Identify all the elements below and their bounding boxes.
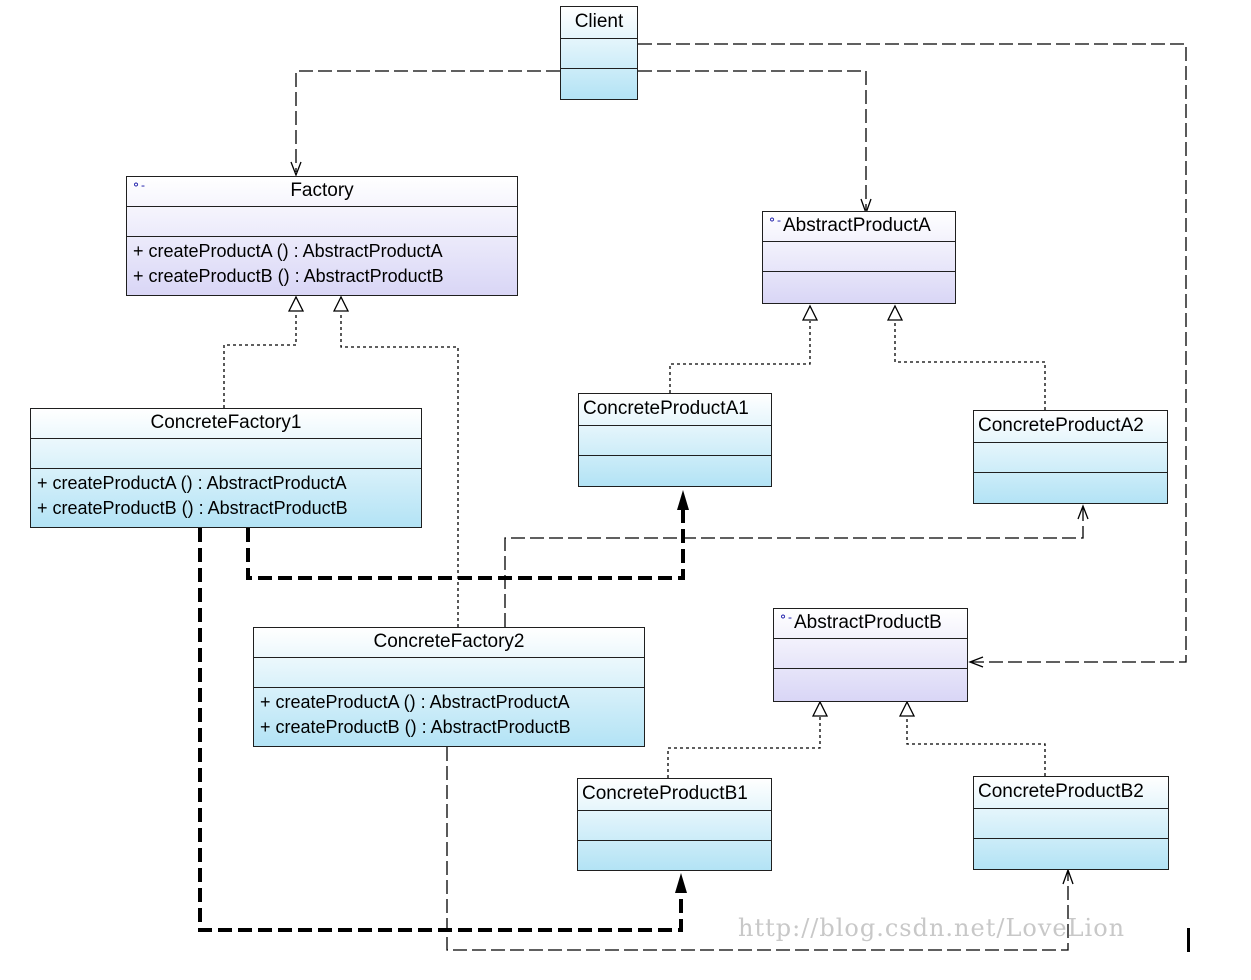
open-arrow-cpb2 — [1062, 868, 1074, 885]
attributes-compartment — [578, 811, 771, 841]
open-arrow-factory — [290, 161, 302, 177]
operation: + createProductA () : AbstractProductA — [37, 473, 347, 493]
attributes-compartment — [561, 39, 637, 69]
triangle-factory-1 — [287, 295, 305, 312]
operation: + createProductB () : AbstractProductB — [260, 717, 571, 737]
dep-cf2-cpb2 — [446, 747, 1069, 951]
attributes-compartment — [127, 207, 517, 237]
attributes-compartment — [763, 242, 955, 272]
real-cpb2-apb — [906, 717, 1046, 776]
interface-icon: ⚬- — [767, 213, 782, 227]
class-name: ConcreteProductB1 — [578, 779, 771, 811]
operation: + createProductA () : AbstractProductA — [260, 692, 570, 712]
class-abstract-product-b[interactable]: ⚬- AbstractProductB — [773, 608, 968, 702]
class-concrete-product-b2[interactable]: ConcreteProductB2 — [973, 776, 1169, 870]
operations-compartment: + createProductA () : AbstractProductA +… — [127, 237, 517, 291]
attributes-compartment — [774, 639, 967, 669]
triangle-apa-1 — [801, 304, 819, 321]
class-name: ConcreteProductA2 — [974, 411, 1167, 443]
operation: + createProductB () : AbstractProductB — [37, 498, 348, 518]
class-name: ConcreteProductB2 — [974, 777, 1168, 809]
triangle-apa-2 — [886, 304, 904, 321]
operation: + createProductA () : AbstractProductA — [133, 241, 443, 261]
real-cpa1-apa — [669, 321, 811, 393]
class-name: ConcreteFactory1 — [31, 409, 421, 439]
operations-compartment: + createProductA () : AbstractProductA +… — [254, 688, 644, 742]
triangle-apb-2 — [898, 700, 916, 717]
interface-icon: ⚬- — [778, 610, 793, 624]
dep-cf2-cpa2 — [504, 508, 1084, 627]
attributes-compartment — [974, 809, 1168, 839]
interface-icon: ⚬- — [131, 178, 146, 192]
real-cpb1-apb — [667, 717, 821, 778]
class-name: ConcreteFactory2 — [254, 628, 644, 658]
class-abstract-product-a[interactable]: ⚬- AbstractProductA — [762, 211, 956, 304]
attributes-compartment — [579, 426, 771, 456]
dep-client-factory — [295, 70, 560, 172]
class-factory[interactable]: ⚬- Factory + createProductA () : Abstrac… — [126, 176, 518, 296]
real-cf1-factory — [223, 312, 297, 408]
class-concrete-product-a2[interactable]: ConcreteProductA2 — [973, 410, 1168, 504]
class-concrete-product-b1[interactable]: ConcreteProductB1 — [577, 778, 772, 871]
bold-arrow-cpb1 — [675, 873, 687, 893]
class-concrete-product-a1[interactable]: ConcreteProductA1 — [578, 393, 772, 487]
triangle-apb-1 — [811, 700, 829, 717]
watermark: http://blog.csdn.net/LoveLion — [738, 914, 1126, 942]
class-name: ⚬- Factory — [127, 177, 517, 207]
triangle-factory-2 — [332, 295, 350, 312]
class-name: ⚬- AbstractProductA — [763, 212, 955, 242]
dep-client-abstract-product-b — [638, 43, 1187, 663]
bold-arrow-cpa1 — [677, 490, 689, 510]
dep-bold-cf1-cpb1 — [198, 528, 683, 932]
operations-compartment: + createProductA () : AbstractProductA +… — [31, 469, 421, 523]
class-name: ⚬- AbstractProductB — [774, 609, 967, 639]
real-cpa2-apa — [894, 321, 1046, 410]
attributes-compartment — [974, 443, 1167, 473]
class-concrete-factory2[interactable]: ConcreteFactory2 + createProductA () : A… — [253, 627, 645, 747]
operation: + createProductB () : AbstractProductB — [133, 266, 444, 286]
open-arrow-cpa2 — [1077, 504, 1089, 520]
corner-mark — [1187, 928, 1190, 952]
dep-client-abstract-product-a — [638, 70, 867, 210]
attributes-compartment — [31, 439, 421, 469]
attributes-compartment — [254, 658, 644, 688]
real-cf2-factory — [340, 312, 459, 627]
class-name: ConcreteProductA1 — [579, 394, 771, 426]
class-name: Client — [561, 7, 637, 39]
open-arrow-abstract-product-b — [968, 656, 984, 668]
dep-bold-cf1-cpa1 — [246, 505, 685, 580]
class-client[interactable]: Client — [560, 6, 638, 100]
class-concrete-factory1[interactable]: ConcreteFactory1 + createProductA () : A… — [30, 408, 422, 528]
